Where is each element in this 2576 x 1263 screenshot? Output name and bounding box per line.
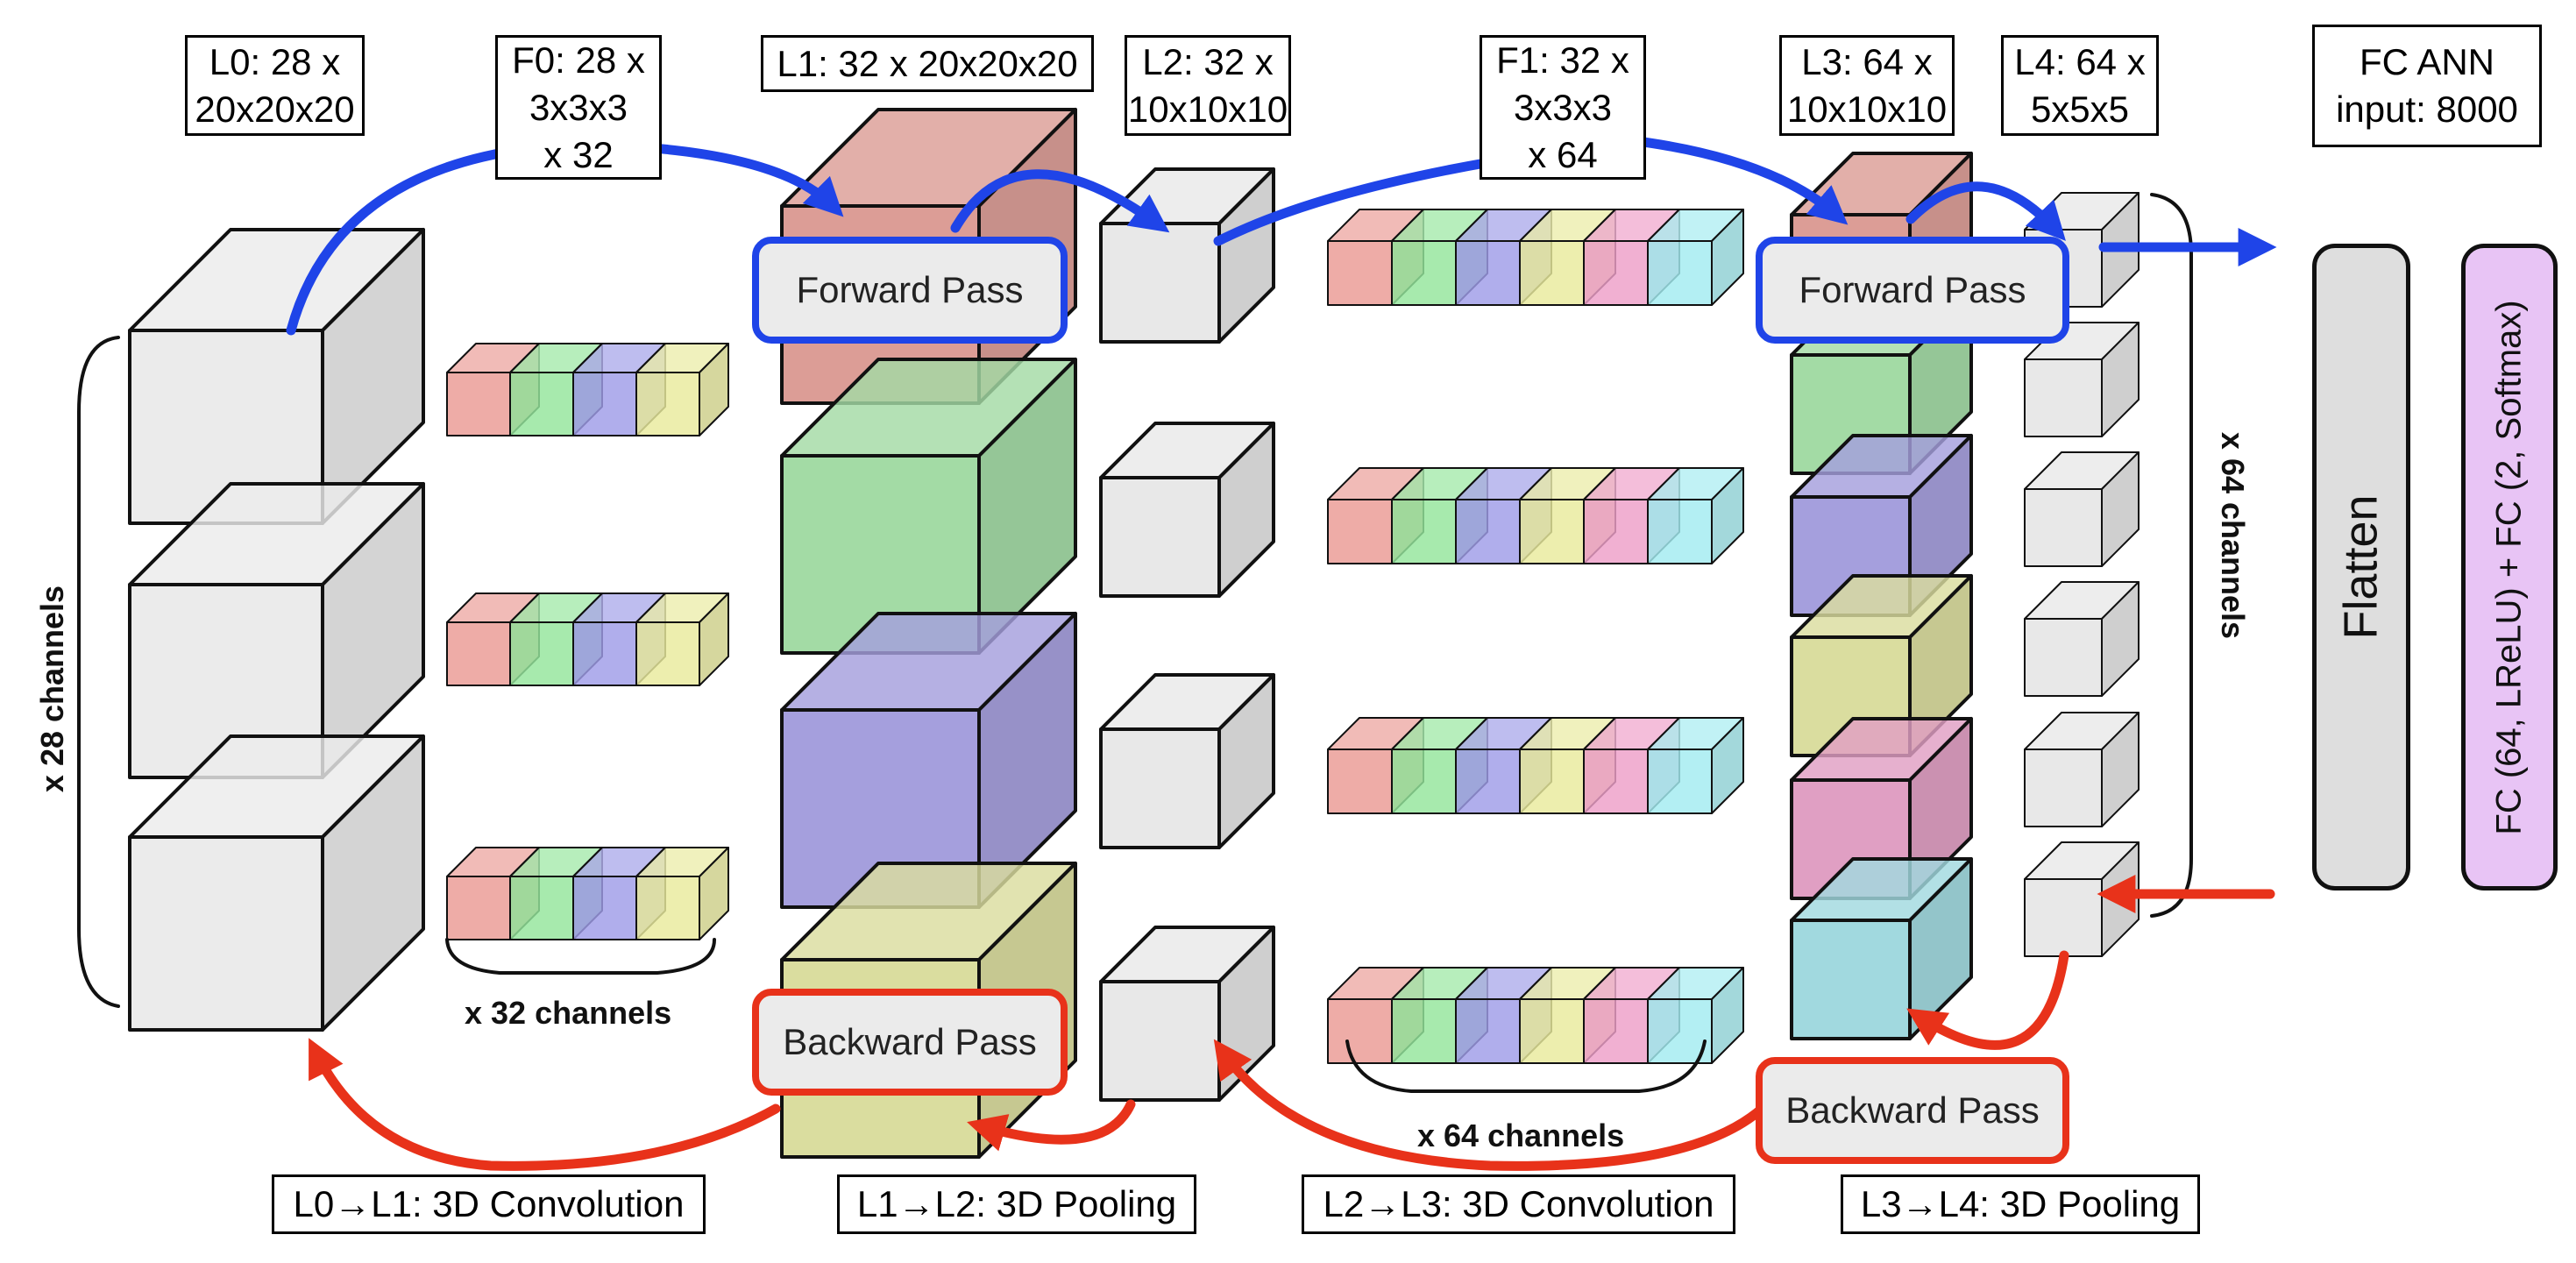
backward-arrow-l2-l1	[967, 1099, 1136, 1152]
forward-pass-box-1: Forward Pass	[752, 237, 1068, 344]
label-f0: F0: 28 x 3x3x3 x 32	[495, 35, 662, 180]
flatten-layer: Flatten	[2312, 244, 2410, 890]
l3-channel-cube	[1790, 857, 1973, 1040]
op-l3-l4-pooling: L3→L4: 3D Pooling	[1841, 1174, 2200, 1234]
f0-filter-cube	[635, 847, 729, 940]
bracket-x64-bottom	[1345, 1039, 1707, 1093]
f0-filter-cube	[635, 592, 729, 686]
f1-filter-cube	[1647, 209, 1744, 306]
label-l4: L4: 64 x 5x5x5	[2001, 35, 2159, 136]
bracket-x64-right	[2150, 193, 2193, 918]
forward-arrow-l0-f0	[286, 128, 577, 336]
label-f1: F1: 32 x 3x3x3 x 64	[1480, 35, 1646, 180]
forward-arrow-l1-l2	[950, 169, 1170, 233]
label-l3: L3: 64 x 10x10x10	[1779, 35, 1955, 136]
op-l1-l2-pooling: L1→L2: 3D Pooling	[837, 1174, 1196, 1234]
l2-channel-cube	[1099, 673, 1275, 849]
bracket-x32	[445, 938, 716, 975]
f1-filter-cube	[1583, 467, 1680, 564]
arrows-layer	[286, 128, 2277, 1171]
l0-channel-cube	[128, 228, 425, 525]
forward-arrow-l3-l4	[1905, 181, 2066, 241]
label-l0: L0: 28 x 20x20x20	[185, 35, 365, 136]
fc-dense-layer: FC (64, LReLU) + FC (2, Softmax)	[2461, 244, 2558, 890]
bracket-x28	[77, 336, 120, 1008]
l2-channel-cube	[1099, 167, 1275, 344]
forward-arrow-f1-l3	[1625, 135, 1849, 225]
flatten-label: Flatten	[2335, 494, 2388, 640]
backward-pass-box-1: Backward Pass	[752, 989, 1068, 1096]
backward-arrow-l1-l0	[309, 1038, 781, 1171]
l4-channel-cube	[2024, 451, 2140, 567]
l4-channel-cube	[2024, 322, 2140, 437]
l4-channel-cube	[2024, 712, 2140, 827]
f1-filter-cube	[1647, 717, 1744, 814]
brackets-layer	[77, 193, 2193, 1093]
l0-channel-cube	[128, 482, 425, 779]
backward-arrow-l3-l2	[1213, 1039, 1767, 1171]
label-fc-ann: FC ANN input: 8000	[2312, 25, 2542, 147]
l0-channel-cube	[128, 734, 425, 1032]
op-l2-l3-convolution: L2→L3: 3D Convolution	[1302, 1174, 1735, 1234]
forward-arrow-l2-f1	[1213, 157, 1495, 246]
channels-label-x28: x 28 channels	[34, 585, 70, 793]
label-l1: L1: 32 x 20x20x20	[761, 35, 1094, 92]
label-l2: L2: 32 x 10x10x10	[1125, 35, 1291, 136]
backward-arrow-l4-l3	[1906, 950, 2069, 1050]
l2-channel-cube	[1099, 926, 1275, 1102]
f0-filter-cube	[635, 343, 729, 436]
backward-pass-box-2: Backward Pass	[1756, 1057, 2069, 1164]
l2-channel-cube	[1099, 422, 1275, 598]
channels-label-x32: x 32 channels	[465, 995, 672, 1031]
l4-channel-cube	[2024, 841, 2140, 957]
op-l0-l1-convolution: L0→L1: 3D Convolution	[272, 1174, 706, 1234]
l1-channel-cube	[780, 612, 1077, 909]
l4-channel-cube	[2024, 581, 2140, 697]
channels-label-x64-bottom: x 64 channels	[1417, 1118, 1625, 1153]
f1-filter-cube	[1647, 967, 1744, 1064]
forward-pass-box-2: Forward Pass	[1756, 237, 2069, 344]
f1-filter-cube	[1647, 467, 1744, 564]
channels-label-x64-right: x 64 channels	[2215, 431, 2251, 640]
fc-dense-label: FC (64, LReLU) + FC (2, Softmax)	[2489, 299, 2529, 835]
